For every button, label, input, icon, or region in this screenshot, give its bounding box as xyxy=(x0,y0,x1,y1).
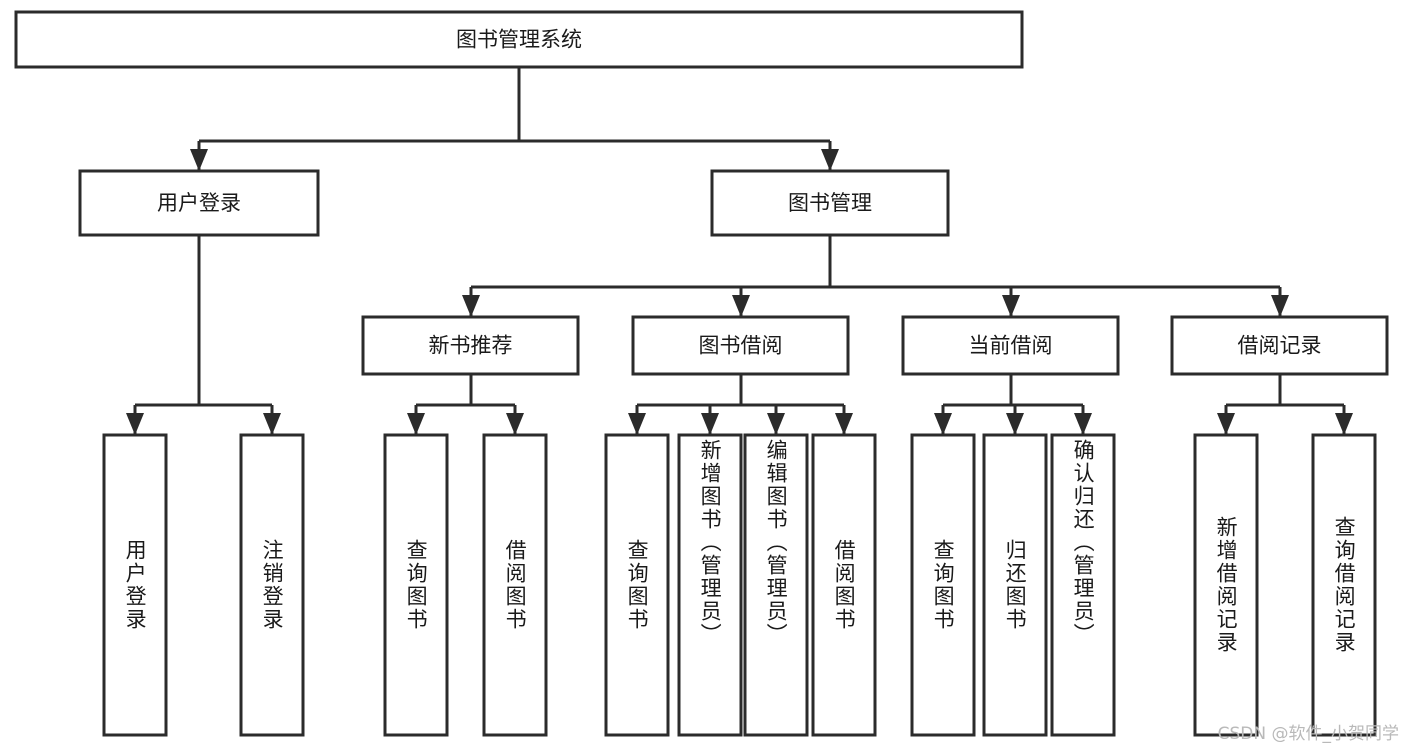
node-box-leaf-query-book-recommend[interactable] xyxy=(383,433,449,737)
arrow-head-icon xyxy=(1006,413,1024,435)
node-box-leaf-edit-book-admin[interactable] xyxy=(743,433,809,737)
arrow-head-icon xyxy=(767,413,785,435)
arrow-head-icon xyxy=(1335,413,1353,435)
node-box-leaf-query-book-current[interactable] xyxy=(910,433,976,737)
node-box-leaf-return-book[interactable] xyxy=(982,433,1048,737)
arrow-head-icon xyxy=(407,413,425,435)
arrow-head-icon xyxy=(1002,295,1020,317)
arrow-head-icon xyxy=(190,149,208,171)
node-label-borrow-record: 借阅记录 xyxy=(1238,334,1322,358)
node-box-leaf-borrow-book[interactable] xyxy=(811,433,877,737)
node-label-user-login: 用户登录 xyxy=(157,191,241,215)
node-label-current-borrow: 当前借阅 xyxy=(969,334,1053,358)
node-label-book-borrow: 图书借阅 xyxy=(699,334,783,358)
arrow-head-icon xyxy=(263,413,281,435)
node-box-leaf-query-book-borrow[interactable] xyxy=(604,433,670,737)
node-box-leaf-user-login[interactable] xyxy=(102,433,168,737)
arrow-head-icon xyxy=(732,295,750,317)
arrow-head-icon xyxy=(1217,413,1235,435)
node-label-new-book-recommend: 新书推荐 xyxy=(429,334,513,358)
arrow-head-icon xyxy=(126,413,144,435)
arrow-head-icon xyxy=(1074,413,1092,435)
node-box-book-borrow[interactable] xyxy=(631,315,850,376)
node-label-book-management: 图书管理 xyxy=(788,191,872,215)
node-box-leaf-logout[interactable] xyxy=(239,433,305,737)
node-box-user-login[interactable] xyxy=(78,169,320,237)
arrow-head-icon xyxy=(835,413,853,435)
arrow-head-icon xyxy=(462,295,480,317)
node-label-root: 图书管理系统 xyxy=(456,28,582,52)
node-box-new-book-recommend[interactable] xyxy=(361,315,580,376)
arrow-head-icon xyxy=(1271,295,1289,317)
node-box-book-management[interactable] xyxy=(710,169,950,237)
arrow-head-icon xyxy=(821,149,839,171)
arrow-head-icon xyxy=(628,413,646,435)
arrow-head-icon xyxy=(701,413,719,435)
node-box-leaf-query-borrow-record[interactable] xyxy=(1311,433,1377,737)
node-box-current-borrow[interactable] xyxy=(901,315,1120,376)
node-box-leaf-add-book-admin[interactable] xyxy=(677,433,743,737)
arrow-head-icon xyxy=(934,413,952,435)
arrow-head-icon xyxy=(506,413,524,435)
node-box-layer xyxy=(14,10,1389,737)
connector-layer xyxy=(126,67,1353,435)
node-box-root[interactable] xyxy=(14,10,1024,69)
node-box-borrow-record[interactable] xyxy=(1170,315,1389,376)
node-box-leaf-add-borrow-record[interactable] xyxy=(1193,433,1259,737)
node-box-leaf-borrow-book-recommend[interactable] xyxy=(482,433,548,737)
node-box-leaf-confirm-return-admin[interactable] xyxy=(1050,433,1116,737)
